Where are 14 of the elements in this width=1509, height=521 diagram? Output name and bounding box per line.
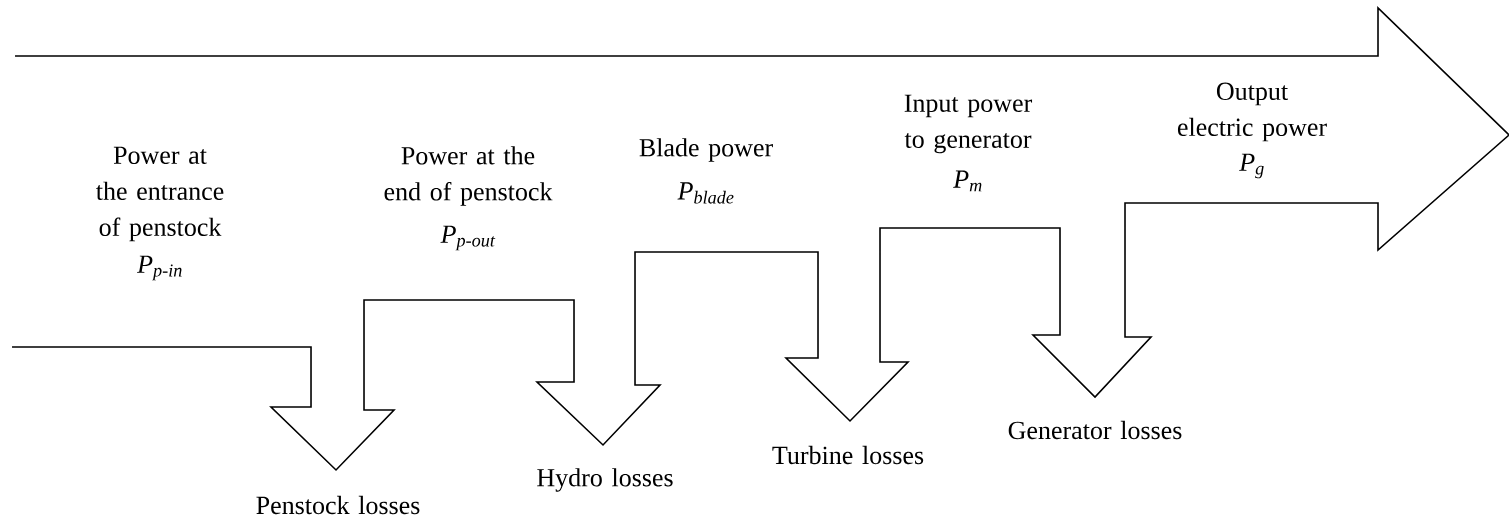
power-symbol: P$_{p-out}$	[440, 225, 496, 251]
loss-label: Hydro losses	[537, 468, 673, 492]
power-symbol: P$_{m}$	[953, 170, 982, 192]
power-symbol: P$_{g}$	[1239, 153, 1264, 179]
stage-label: Blade power	[639, 138, 773, 162]
stage-label: Power at the end of penstock	[384, 146, 553, 206]
stage-label: Power at the entrance of penstock	[96, 146, 224, 242]
loss-label: Generator losses	[1008, 420, 1182, 440]
stage-label: Input power to generator	[904, 94, 1033, 154]
loss-label: Turbine losses	[772, 445, 924, 465]
stage-label: Output electric power	[1177, 82, 1327, 142]
loss-label: Penstock losses	[256, 495, 420, 515]
power-symbol: P$_{p-in}$	[137, 255, 182, 281]
power-symbol: P$_{blade}$	[677, 182, 734, 204]
